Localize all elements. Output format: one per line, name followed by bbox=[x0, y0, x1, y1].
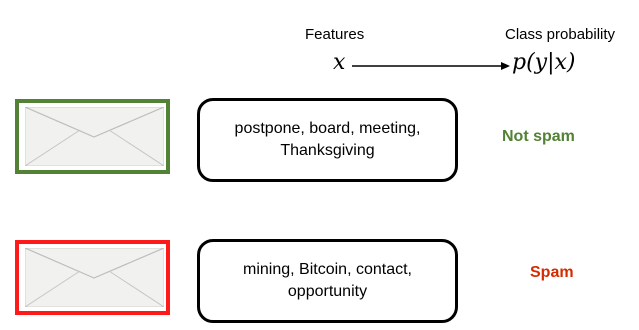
email-envelope-spam bbox=[15, 240, 170, 315]
email-envelope-ham bbox=[15, 99, 170, 174]
envelope-icon bbox=[25, 107, 164, 166]
features-box-ham: postpone, board, meeting, Thanksgiving bbox=[197, 98, 458, 182]
input-symbol: x bbox=[333, 50, 346, 75]
class-probability-label: Class probability bbox=[505, 26, 616, 43]
features-text-line: opportunity bbox=[287, 283, 368, 300]
class-label-spam: Spam bbox=[530, 264, 574, 281]
features-text-line: mining, Bitcoin, contact, bbox=[243, 261, 412, 278]
features-text-line: Thanksgiving bbox=[280, 142, 375, 159]
output-symbol: p(y|x) bbox=[512, 50, 576, 75]
class-label-not-spam: Not spam bbox=[502, 128, 575, 145]
features-box-spam: mining, Bitcoin, contact, opportunity bbox=[197, 239, 458, 323]
features-text-line: postpone, board, meeting, bbox=[234, 120, 421, 137]
envelope-icon bbox=[25, 248, 164, 307]
features-label: Features bbox=[305, 26, 365, 43]
